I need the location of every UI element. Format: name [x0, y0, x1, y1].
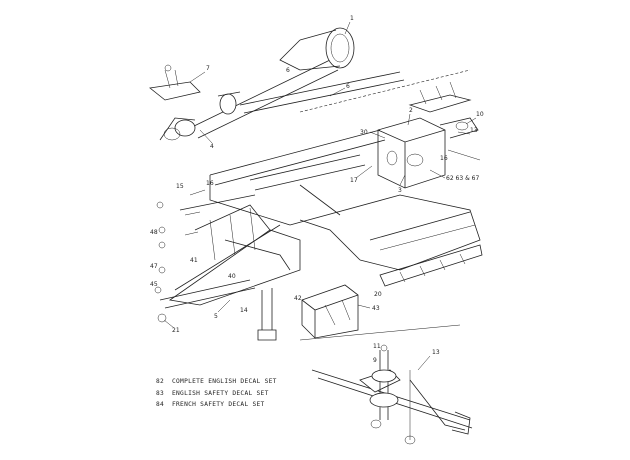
callout-45: 45 [150, 281, 158, 288]
drive-shaft [159, 27, 471, 141]
callout-2: 2 [409, 107, 413, 114]
callout-15: 15 [176, 183, 184, 190]
callout-9: 9 [373, 357, 377, 364]
callout-16: 16 [440, 155, 448, 162]
mower-deck [209, 129, 483, 287]
callout-42: 42 [294, 295, 302, 302]
shield-bracket [149, 64, 201, 101]
leader-lines [163, 21, 477, 371]
callout-11: 11 [373, 343, 381, 350]
mount-bracket [301, 284, 359, 339]
callout-13: 13 [470, 127, 478, 134]
callout-20: 20 [374, 291, 382, 298]
callout-14: 14 [240, 307, 248, 314]
callout-13b: 13 [432, 349, 440, 356]
legend-text-84: FRENCH SAFETY DECAL SET [172, 401, 265, 408]
callout-47: 47 [150, 263, 158, 270]
callout-40: 40 [228, 273, 236, 280]
callout-1: 1 [350, 15, 354, 22]
legend-text-82: COMPLETE ENGLISH DECAL SET [172, 378, 277, 385]
callout-10: 10 [476, 111, 484, 118]
callout-48: 48 [150, 229, 158, 236]
legend-num-84: 84 [156, 401, 164, 408]
callout-5: 5 [214, 313, 218, 320]
legend-text-83: ENGLISH SAFETY DECAL SET [172, 390, 269, 397]
callout-labels: 1 7 6 6 4 2 10 13 30 17 16 3 62 63 & 67 … [150, 15, 484, 364]
callout-6a: 6 [346, 83, 350, 90]
callout-4: 4 [210, 143, 214, 150]
callout-7: 7 [206, 65, 210, 72]
callout-30: 30 [360, 129, 368, 136]
callout-41: 41 [190, 257, 198, 264]
callout-43: 43 [372, 305, 380, 312]
callout-62-63-67: 62 63 & 67 [446, 175, 479, 182]
callout-21: 21 [172, 327, 180, 334]
legend-num-83: 83 [156, 390, 164, 397]
callout-3: 3 [398, 187, 402, 194]
decal-legend: 82 COMPLETE ENGLISH DECAL SET 83 ENGLISH… [156, 378, 277, 408]
callout-17: 17 [350, 177, 358, 184]
legend-num-82: 82 [156, 378, 164, 385]
callout-16b: 16 [206, 180, 214, 187]
gearbox [377, 81, 481, 189]
callout-6b: 6 [286, 67, 290, 74]
a-frame-hitch [154, 189, 301, 341]
blade-assembly [299, 324, 473, 445]
